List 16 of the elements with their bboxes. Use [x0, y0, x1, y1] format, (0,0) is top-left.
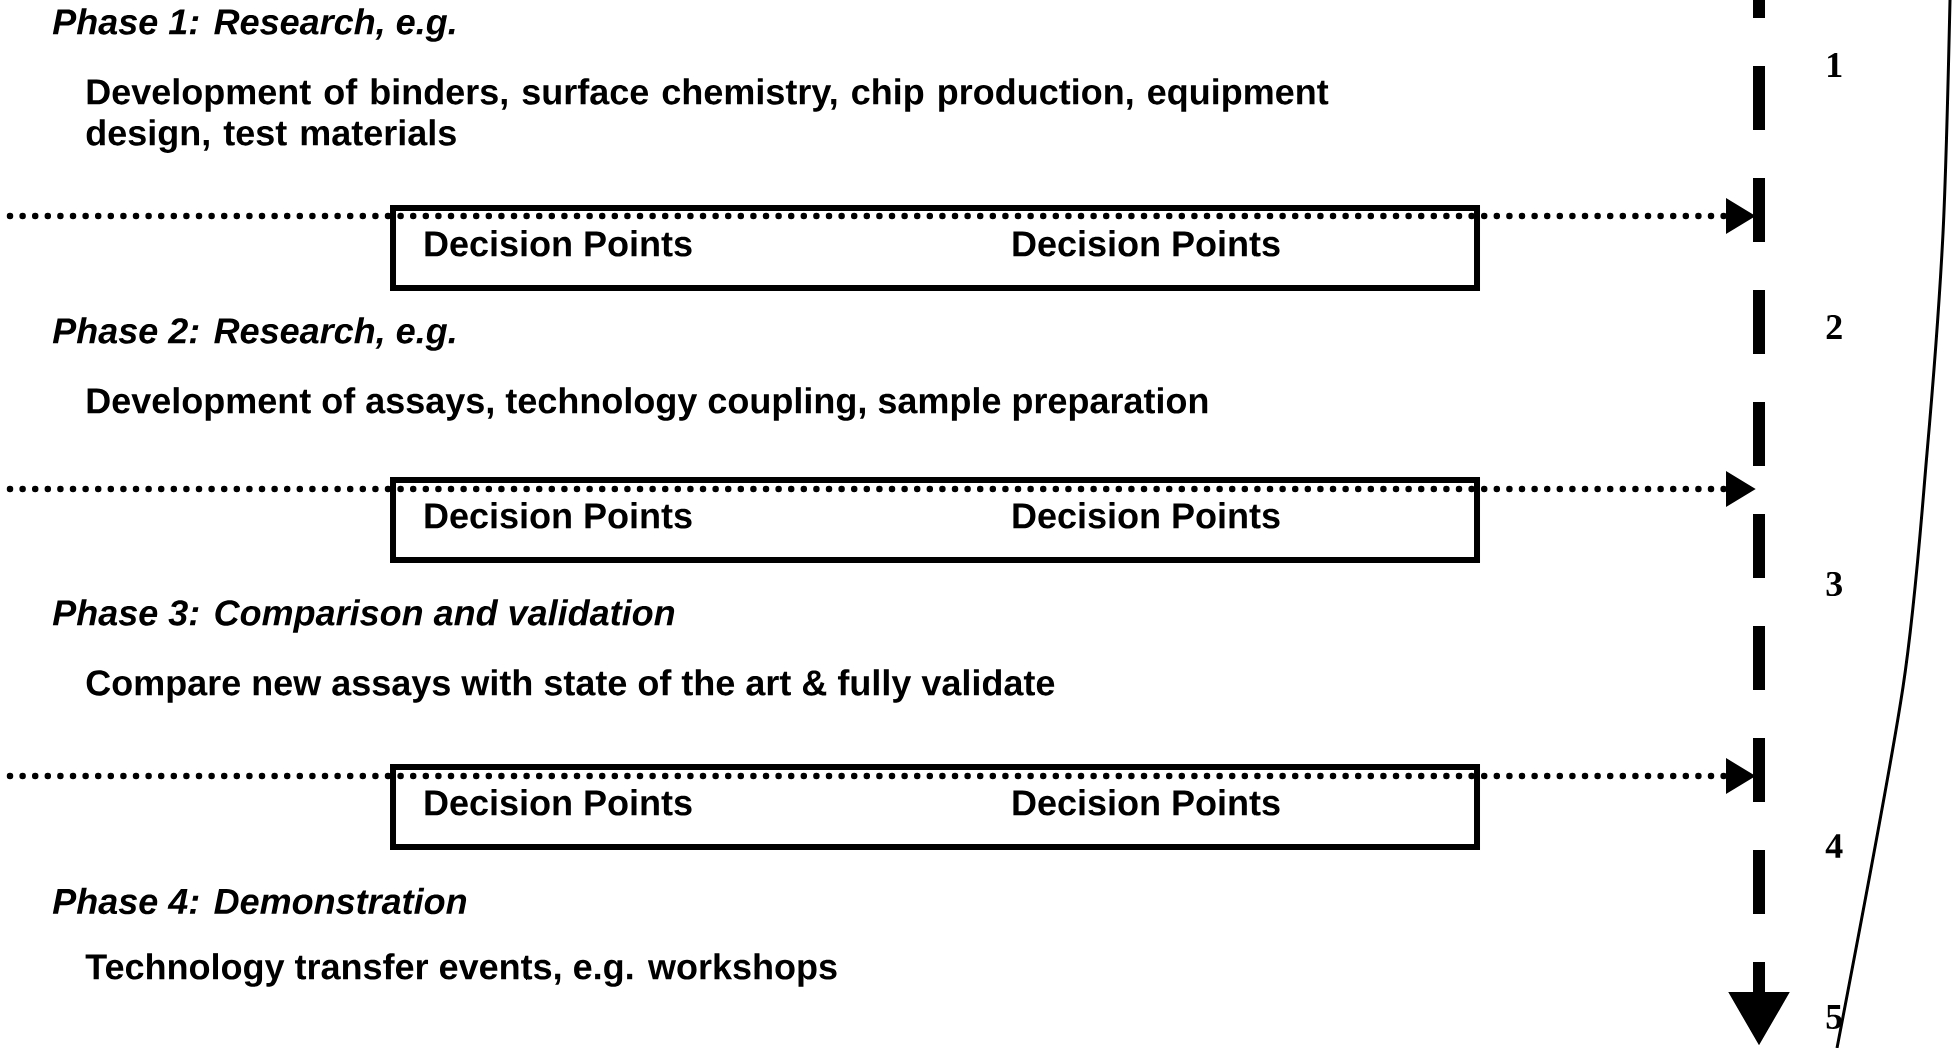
decision-box: Decision Points Decision Points	[390, 764, 1480, 850]
phase-number: 2	[1826, 315, 1842, 339]
phase-heading: Phase 3: Comparison and validation	[52, 599, 675, 633]
phase-number: 5	[1826, 1005, 1842, 1029]
body-text: Compare new assays with state of the art & fully validate	[86, 669, 1055, 703]
phase-number: 3	[1826, 571, 1842, 597]
phase-number: 4	[1825, 834, 1843, 858]
body-text: Technology transfer events, e.g. workshops	[85, 953, 837, 987]
decision-box: Decision Points Decision Points	[390, 205, 1480, 291]
body-text: Development of binders, surface chemistry, chip production, equipment design, test materials	[86, 78, 1329, 153]
phase-number: 1	[1828, 53, 1842, 77]
phase-heading: Phase 2: Research, e.g.	[52, 317, 455, 351]
phase-heading: Phase 4: Demonstration	[52, 887, 467, 915]
phase-heading: Phase 1: Research, e.g.	[52, 8, 455, 42]
body-text: Development of assays, technology coupling, sample preparation	[87, 387, 1208, 421]
decision-box: Decision Points Decision Points	[390, 477, 1480, 563]
